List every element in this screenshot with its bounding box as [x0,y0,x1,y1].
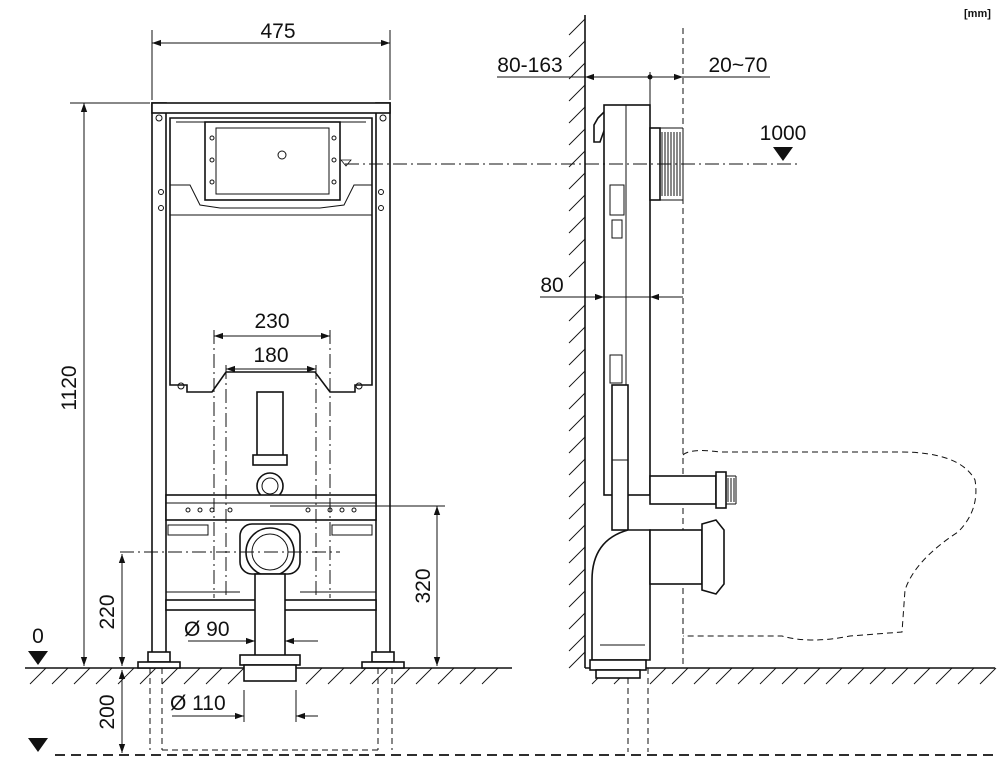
dim-width-label: 475 [260,20,295,43]
units-label: [mm] [964,8,991,20]
front-frame [137,102,405,682]
dim-plate-offset-label: 20~70 [709,54,768,77]
dim-wall-distance-label: 80-163 [497,54,562,77]
dim-inlet-height-label: 220 [96,594,119,629]
side-frame [589,104,737,679]
dim-plate-offset: 20~70 [650,54,770,81]
dim-spacing-inner: 180 [226,344,316,373]
button-height-marker: 1000 [760,122,807,161]
dim-wall-distance: 80-163 [497,54,653,105]
button-height-label: 1000 [760,122,807,145]
dim-pipe-large-label: Ø 110 [170,692,226,715]
dim-spacing-outer: 230 [214,310,330,340]
dim-pipe-large: Ø 110 [170,690,318,722]
front-auxiliary-lines [120,330,445,751]
side-wall [568,15,586,669]
dim-height-label: 1120 [58,365,81,410]
dim-pipe-small-label: Ø 90 [184,618,230,641]
dim-frame-depth: 80 [540,274,683,301]
dim-inlet-height: 220 [96,554,126,666]
toilet-bowl-outline [682,450,977,641]
dim-pipe-small: Ø 90 [184,618,318,645]
floor-level-label: 0 [32,625,44,648]
floor-level-marker: 0 [28,625,48,665]
dim-below-floor: 200 [96,670,126,753]
dim-below-floor-label: 200 [96,694,119,729]
dim-spacing-inner-label: 180 [253,344,288,367]
dim-outlet-height: 320 [412,506,441,666]
dim-height: 1120 [58,102,150,666]
dim-outlet-height-label: 320 [412,568,435,603]
dim-width: 475 [151,20,391,100]
subfloor-level-marker [28,738,48,752]
dim-frame-depth-label: 80 [540,274,563,297]
dim-spacing-outer-label: 230 [254,310,289,333]
